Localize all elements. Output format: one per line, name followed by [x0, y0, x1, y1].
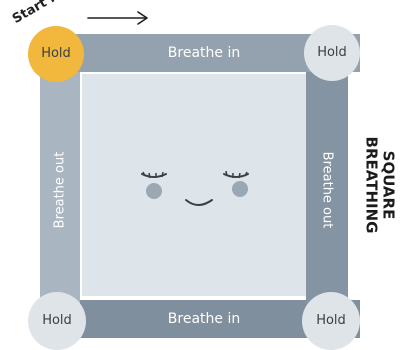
- hold-bottom-left: Hold: [28, 292, 86, 350]
- start-here-label: Start here: [10, 0, 83, 27]
- title-line-2: BREATHING: [362, 136, 381, 234]
- bottom-side-label: Breathe in: [167, 311, 241, 327]
- right-side-label: Breathe out: [319, 151, 335, 229]
- smiling-face-icon: [141, 170, 249, 206]
- top-side-label: Breathe in: [167, 45, 241, 61]
- hold-top-right: Hold: [304, 25, 360, 81]
- hold-top-left: Hold: [28, 26, 84, 82]
- center-panel: [82, 74, 306, 296]
- right-side-bar: [306, 72, 348, 308]
- title-block: SQUARE BREATHING: [355, 120, 405, 250]
- left-side-bar: [40, 72, 80, 308]
- left-side-label: Breathe out: [52, 151, 68, 229]
- right-arrow-icon: [87, 11, 148, 25]
- title-line-1: SQUARE: [379, 150, 398, 220]
- hold-bottom-right: Hold: [302, 292, 360, 350]
